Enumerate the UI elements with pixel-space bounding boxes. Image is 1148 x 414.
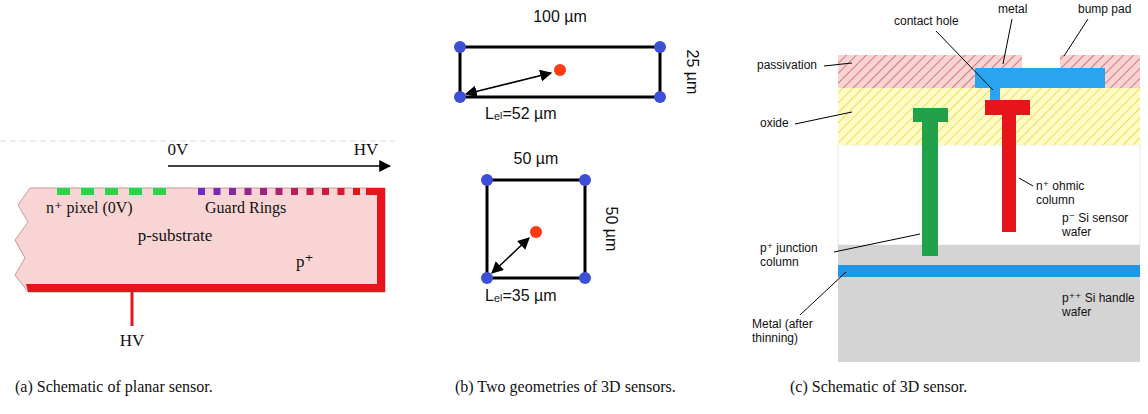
distance-arrow: [466, 73, 551, 94]
dimension: Lₑₗ=52 µm: [485, 105, 557, 123]
p-column: [579, 272, 591, 284]
guard-ring: [198, 188, 205, 195]
handle-wafer: [838, 277, 1140, 362]
passivation-layer: [838, 55, 1140, 88]
leader-line: [795, 112, 852, 124]
potential-label: HV: [354, 140, 379, 160]
wafer-bond-layer: [838, 245, 1140, 265]
region-label: p⁺: [296, 252, 313, 272]
guard-ring: [307, 188, 314, 195]
p-column: [454, 41, 466, 53]
bump-opening: [1022, 54, 1060, 68]
guard-ring: [214, 188, 221, 195]
pixel-implant: [57, 188, 70, 195]
n-column: [530, 226, 542, 238]
p-plus-edge: [377, 188, 385, 292]
part-label: p⁺ junction column: [760, 242, 832, 270]
pixel-cell: [487, 180, 585, 278]
guard-ring: [229, 188, 236, 195]
p-column: [481, 272, 493, 284]
potential-label: 0V: [168, 140, 189, 160]
p-plus-layer: [26, 284, 385, 292]
part-label: contact hole: [894, 15, 959, 29]
region-label: p-substrate: [138, 226, 213, 246]
region-label: n⁺ pixel (0V): [46, 199, 133, 217]
part-label: p⁺⁺ Si handle wafer: [1062, 292, 1140, 320]
dimension: 50 µm: [514, 150, 559, 168]
p-column-head: [913, 108, 948, 122]
guard-rings: [198, 188, 360, 195]
distance-arrow: [492, 238, 529, 273]
guard-ring: [353, 188, 360, 195]
substrate: [15, 188, 385, 292]
caption: (a) Schematic of planar sensor.: [15, 378, 213, 396]
part-label: bump pad: [1078, 3, 1131, 17]
n-column: [554, 64, 566, 76]
pixel-implant: [129, 188, 142, 195]
guard-ring: [260, 188, 267, 195]
dimension: 100 µm: [533, 8, 587, 26]
caption: (c) Schematic of 3D sensor.: [790, 378, 967, 396]
sensor-wafer: [838, 145, 1140, 245]
p-column: [654, 41, 666, 53]
part-label: n⁺ ohmic column: [1036, 180, 1100, 208]
region-label: Guard Rings: [205, 199, 286, 217]
part-label: p⁻ Si sensor wafer: [1062, 212, 1140, 240]
pixel-cell: [460, 47, 660, 97]
part-label: passivation: [757, 59, 817, 73]
part-label: metal: [998, 3, 1027, 17]
leader-line: [1064, 19, 1088, 56]
part-label: oxide: [760, 117, 789, 131]
dimension: 25 µm: [683, 50, 701, 95]
leader-lines: [795, 19, 1088, 315]
leader-line: [834, 234, 920, 252]
metal-pad: [975, 68, 1105, 88]
caption: (b) Two geometries of 3D sensors.: [455, 378, 713, 396]
dashed-rule: [0, 141, 395, 142]
guard-ring: [245, 188, 252, 195]
p-column: [654, 91, 666, 103]
p-column: [922, 122, 938, 256]
pixel-implant: [105, 188, 118, 195]
guard-ring: [291, 188, 298, 195]
leader-line: [824, 63, 852, 66]
dimension: Lₑₗ=35 µm: [485, 287, 557, 305]
leader-line: [800, 272, 846, 315]
oxide-layer: [838, 88, 1140, 145]
pixel-implant: [153, 188, 166, 195]
potential-arrow: [168, 165, 390, 167]
p-column: [579, 174, 591, 186]
guard-ring: [322, 188, 329, 195]
pixel-implant: [81, 188, 94, 195]
leader-line: [1003, 19, 1012, 64]
guard-ring: [276, 188, 283, 195]
guard-ring: [338, 188, 345, 195]
p-column: [454, 91, 466, 103]
dimension: 50 µm: [602, 207, 620, 252]
leader-line: [1019, 178, 1033, 186]
leader-line: [936, 31, 993, 90]
part-label: Metal (after thinning): [752, 318, 840, 346]
p-plus-edge: [366, 188, 385, 195]
back-metal: [838, 265, 1140, 277]
potential-label: HV: [120, 331, 145, 351]
n-column: [1002, 115, 1016, 232]
hv-wire: [131, 292, 134, 326]
p-column: [481, 174, 493, 186]
pixel-implants: [57, 188, 166, 195]
n-column-head: [985, 100, 1030, 115]
